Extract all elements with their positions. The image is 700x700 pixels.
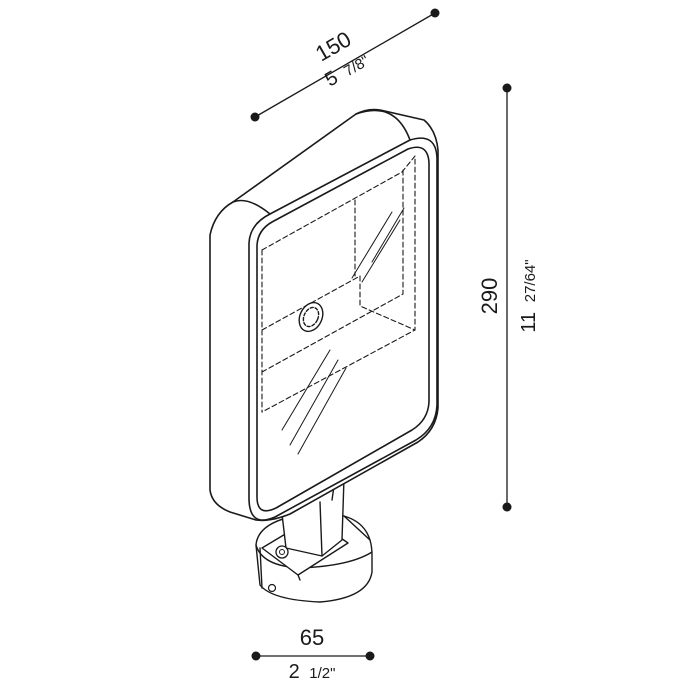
lens [298,301,324,333]
height-metric: 290 [477,278,502,315]
height-imperial-frac: 27/64" [522,259,539,302]
dimension-endpoint-base-right [365,651,375,661]
dimension-endpoint-height-bottom [502,502,512,512]
dimension-width-top: 150 5 7/8" [250,8,440,122]
fixture [209,108,439,603]
dimension-line-top [254,12,436,118]
width-base-imperial-frac: 1/2" [309,665,335,682]
glass-reflection [281,207,405,455]
width-base-imperial-whole: 2 [289,661,300,683]
dimension-endpoint-top-right [430,8,440,18]
svg-text:11 27/64": 11 27/64" [518,259,540,332]
dimension-height: 290 11 27/64" [477,83,540,512]
width-top-imperial-whole: 5 [321,67,342,92]
dimension-endpoint-top-left [250,112,260,122]
dimension-endpoint-height-top [502,83,512,93]
height-imperial-whole: 11 [518,312,540,333]
width-base-metric: 65 [300,625,324,650]
housing [209,108,439,522]
svg-text:2 1/2": 2 1/2" [289,661,336,683]
dimension-width-base: 65 2 1/2" [251,625,375,683]
dimension-endpoint-base-left [251,651,261,661]
width-top-imperial-frac: 7/8" [341,52,372,80]
